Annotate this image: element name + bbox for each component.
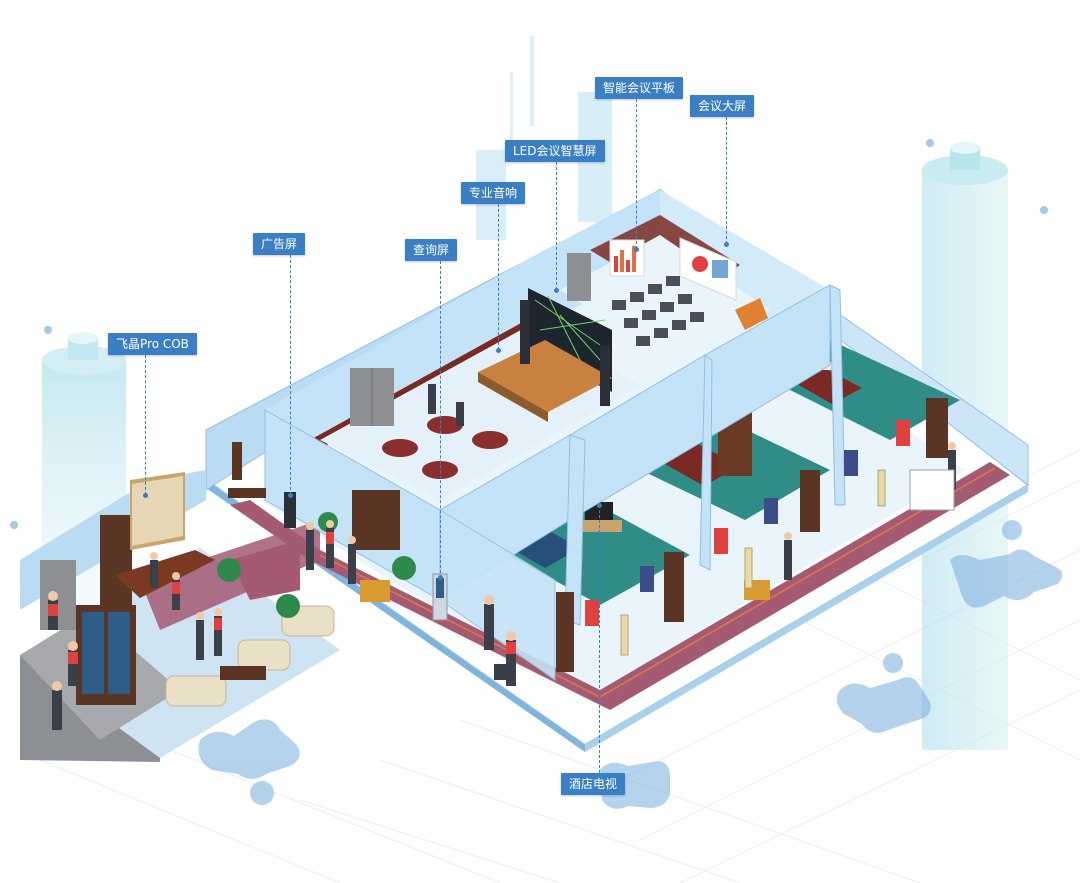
decor-dots [10,139,1048,529]
label-ad-screen: 广告屏 [253,233,306,255]
wall-art [585,420,910,626]
leader-line [556,162,557,290]
leader-dot [724,242,729,247]
conference-room [560,235,770,365]
leader-line [440,261,441,578]
kiosk-screens [284,492,448,621]
people [48,384,956,730]
label-smart-meeting-tablet: 智能会议平板 [595,77,684,99]
pillar-center [476,36,612,240]
leader-line [726,117,727,244]
partition-walls [264,284,846,681]
label-pro-audio: 专业音响 [461,182,526,204]
puzzle-decorations [198,520,1063,809]
label-led-meeting-screen: LED会议智慧屏 [505,140,605,162]
leader-dot [554,288,559,293]
leader-line [498,204,499,350]
leader-line [636,99,637,249]
led-stage-room [320,288,640,500]
leader-dot [288,493,293,498]
corridor-lamps [620,469,886,656]
leader-line [599,505,600,773]
label-feijing-pro-cob: 飞晶Pro COB [108,333,197,355]
label-hotel-tv: 酒店电视 [561,773,626,795]
leader-dot [143,493,148,498]
leader-line [145,355,146,495]
room-doors [352,398,948,672]
leader-dot [597,503,602,508]
leader-dot [438,575,443,580]
label-query-screen: 查询屏 [405,239,458,261]
leader-dot [496,348,501,353]
leader-line [290,255,291,495]
leader-dot [634,247,639,252]
label-meeting-big-screen: 会议大屏 [690,95,755,117]
